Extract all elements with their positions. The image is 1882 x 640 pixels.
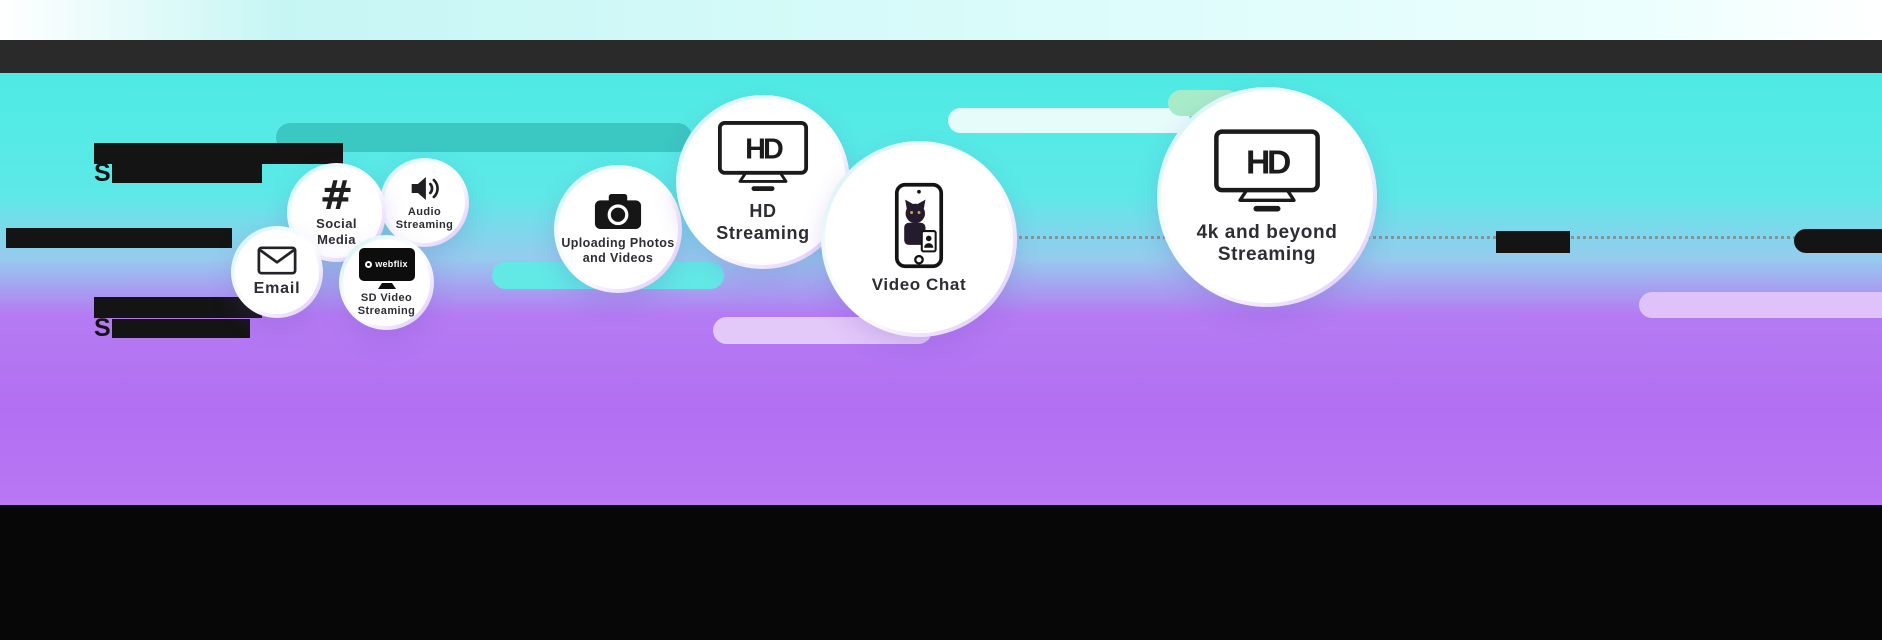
label-line: Uploading Photos	[561, 236, 675, 251]
bubble-hd-streaming-inner: HD HD Streaming	[680, 99, 846, 265]
video-chat-phone-icon	[894, 183, 944, 269]
decor-pill-white	[948, 108, 1190, 133]
bubble-hd-streaming: HD HD Streaming	[676, 95, 850, 269]
bubble-video-chat-label: Video Chat	[871, 275, 967, 295]
label-line: Media	[317, 231, 356, 247]
redacted-prefix-letter: S	[94, 314, 111, 342]
redacted-heading-line-2: S	[94, 316, 250, 341]
bubble-sd-video-streaming-label: SD Video Streaming	[358, 292, 415, 318]
label-line: Streaming	[357, 304, 416, 317]
label-line: Audio	[407, 205, 442, 218]
label-line: and Videos	[582, 251, 654, 265]
bottom-black-band	[0, 505, 1882, 640]
decor-pill-teal	[276, 123, 692, 152]
camera-icon	[594, 194, 642, 230]
label-line: HD	[749, 201, 777, 222]
decor-pill-lavender-2	[1639, 292, 1882, 318]
hashtag-icon: #	[319, 173, 354, 220]
sd-tv-icon: webflix	[358, 247, 415, 281]
bubble-sd-video-streaming: webflix SD Video Streaming	[339, 235, 434, 330]
redacted-heading-bar-3	[6, 228, 232, 248]
sd-tv-stand	[377, 282, 396, 289]
envelope-icon	[257, 246, 297, 275]
label-line: SD Video	[360, 291, 413, 304]
bubble-social-media-label: Social Media	[316, 216, 357, 247]
label-line: Streaming	[1217, 244, 1317, 265]
redacted-heading-line-1: S	[94, 161, 262, 186]
hd-logo-text: HD	[1246, 143, 1290, 181]
redacted-heading-bar-5	[111, 319, 250, 338]
hd-tv-icon: HD	[1214, 128, 1320, 212]
decor-pill-black-right	[1794, 229, 1882, 253]
redacted-bar-right	[1496, 231, 1570, 253]
top-light-band	[0, 0, 1882, 40]
bubble-video-chat-inner: Video Chat	[825, 145, 1013, 333]
redacted-heading-bar-2	[111, 164, 262, 183]
redacted-prefix-letter: S	[94, 159, 111, 187]
bubble-email: Email	[231, 226, 323, 318]
bubble-4k-streaming: HD 4k and beyond Streaming	[1157, 87, 1377, 307]
label-line: Streaming	[716, 222, 810, 243]
webflix-logo-dot-icon	[365, 260, 373, 268]
bubble-uploading-photos-videos-inner: Uploading Photos and Videos	[558, 169, 678, 289]
top-dark-band	[0, 40, 1882, 73]
hd-tv-icon: HD	[717, 121, 809, 192]
redacted-heading-bar-4	[94, 297, 262, 318]
label-line: Social	[316, 216, 357, 232]
bubble-audio-streaming: Audio Streaming	[380, 158, 469, 247]
bubble-uploading-photos-videos-label: Uploading Photos and Videos	[561, 236, 674, 266]
bubble-email-inner: Email	[235, 230, 319, 314]
bubble-email-label: Email	[253, 279, 301, 297]
bubble-video-chat: Video Chat	[821, 141, 1017, 337]
bubble-hd-streaming-label: HD Streaming	[716, 201, 809, 243]
bubble-audio-streaming-label: Audio Streaming	[396, 206, 453, 232]
webflix-logo-text: webflix	[375, 259, 408, 270]
redacted-heading-bar-1	[94, 143, 343, 164]
bubble-4k-streaming-inner: HD 4k and beyond Streaming	[1161, 91, 1373, 303]
bubble-sd-video-streaming-inner: webflix SD Video Streaming	[343, 239, 430, 326]
bubble-uploading-photos-videos: Uploading Photos and Videos	[554, 165, 682, 293]
label-line: Streaming	[395, 218, 454, 231]
bubble-audio-streaming-inner: Audio Streaming	[384, 162, 465, 243]
speaker-icon	[411, 176, 439, 200]
label-line: 4k and beyond	[1196, 221, 1338, 243]
bubble-4k-streaming-label: 4k and beyond Streaming	[1197, 222, 1338, 267]
hd-logo-text: HD	[745, 134, 783, 166]
